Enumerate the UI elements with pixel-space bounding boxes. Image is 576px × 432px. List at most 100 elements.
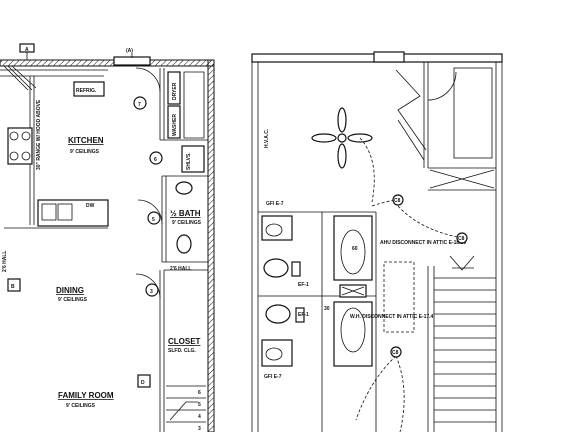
svg-text:C8: C8 — [458, 236, 465, 242]
ahu-note: AHU DISCONNECT IN ATTIC E-18.20 — [380, 240, 466, 246]
dining-name: DINING — [56, 286, 84, 295]
svg-text:3: 3 — [198, 426, 201, 432]
exhaust-fan-1: EF-1 — [298, 282, 309, 288]
shelves-label: SHLVS. — [186, 152, 192, 170]
range-label: 30" RANGE W/ HOOD ABOVE — [36, 99, 42, 170]
kitchen-ceiling: 9' CEILINGS — [70, 149, 100, 155]
range — [7, 127, 33, 165]
svg-text:B: B — [11, 284, 15, 290]
bath-name: ½ BATH — [170, 209, 201, 218]
circuit-run-5 — [395, 355, 405, 432]
door-swing-bath — [137, 199, 163, 225]
svg-text:D: D — [141, 380, 145, 386]
burner-4 — [21, 151, 31, 161]
upper-stairs-x — [429, 169, 495, 189]
bath-block-walls — [258, 211, 377, 432]
right-floor-plan: H.V.A.C. 60 — [251, 51, 503, 432]
stairs-right — [427, 255, 496, 432]
refrigerator-label: REFRIG. — [76, 88, 97, 94]
upper-right-walls — [423, 62, 496, 191]
section-marker-bottom: D — [137, 374, 151, 388]
burner-3 — [9, 151, 19, 161]
sink-upper — [265, 223, 283, 237]
tub-lower — [333, 301, 373, 367]
left-top-wall — [0, 59, 215, 67]
svg-text:6: 6 — [198, 390, 201, 396]
left-right-wall — [207, 59, 215, 432]
wh-note: W.H. DISCONNECT IN ATTIC E-17.4 — [350, 314, 434, 320]
diagonal-wall — [395, 69, 427, 161]
laundry-walls — [159, 68, 208, 141]
left-floor-plan: REFRIG. 30" RANGE W/ HOOD ABOVE KITCHEN … — [0, 43, 215, 432]
svg-text:5: 5 — [152, 217, 155, 223]
hall-bath-label: 2'6 HALL — [170, 266, 191, 272]
door-tag-3: 3 — [145, 283, 159, 297]
ceiling-fan-icon — [311, 107, 373, 169]
circuit-run-3 — [397, 205, 463, 239]
toilet-lower — [265, 304, 291, 324]
dishwasher-label: DW — [86, 203, 95, 209]
circuit-tag-1: C8 — [392, 194, 404, 206]
circuit-tag-2: C8 — [456, 232, 468, 244]
refrigerator — [73, 81, 105, 97]
tub-upper — [333, 215, 373, 281]
disconnect-x — [341, 286, 365, 296]
svg-text:3: 3 — [150, 289, 153, 295]
sink-lower — [265, 347, 283, 361]
washer — [167, 105, 181, 139]
hall-rotated-label: 2'6 HALL — [2, 251, 8, 272]
sink-right — [57, 203, 73, 221]
door-tag-5: 5 — [147, 211, 161, 225]
bath-ceiling: 9' CEILINGS — [172, 220, 202, 226]
burner-1 — [9, 131, 19, 141]
door-swing-upper-right — [427, 71, 457, 101]
sink-left — [41, 203, 57, 221]
closet-note: SLFD. CLG. — [168, 348, 196, 354]
svg-text:C8: C8 — [394, 198, 401, 204]
svg-text:4: 4 — [198, 414, 201, 420]
dryer-label: DRYER — [172, 82, 178, 100]
circuit-tag-3: C8 — [390, 346, 402, 358]
top-window — [113, 56, 151, 66]
ahu-breaker: 60 — [352, 246, 358, 252]
closet-walls — [159, 269, 208, 432]
right-window — [373, 51, 405, 63]
stairs-left: 6 5 4 3 — [166, 385, 206, 432]
circuit-run-1 — [359, 137, 375, 203]
circuit-run-4 — [355, 355, 397, 421]
tub-upper-basin — [340, 229, 366, 275]
vanity-upper — [261, 215, 293, 241]
bath-walls — [161, 175, 208, 263]
toilet — [176, 234, 192, 254]
upper-right-shelf — [453, 67, 493, 159]
gfi-top-label: GFI E-7 — [266, 201, 284, 207]
vanity-lower — [261, 339, 293, 367]
attic-box — [383, 261, 415, 333]
washer-label: WASHER — [172, 114, 178, 136]
closet-name: CLOSET — [168, 337, 201, 346]
section-marker-top-center: (A) — [126, 48, 133, 58]
tank-lower — [295, 307, 305, 323]
exhaust-fan-2: EF-1 — [298, 312, 309, 318]
burner-2 — [21, 131, 31, 141]
door-swing-laundry — [135, 67, 161, 93]
gfi-bottom-label: GFI E-7 — [264, 374, 282, 380]
right-outer-walls — [251, 54, 503, 432]
svg-text:7: 7 — [138, 102, 141, 108]
tank-upper — [291, 261, 301, 277]
dryer — [167, 71, 181, 105]
svg-text:(A): (A) — [126, 48, 133, 54]
toilet-upper — [263, 258, 289, 278]
counter-lines — [3, 65, 37, 91]
shelves — [181, 145, 205, 173]
tub-lower-basin — [340, 307, 366, 353]
door-tag-6: 6 — [149, 151, 163, 165]
svg-text:A: A — [25, 47, 29, 53]
dining-ceiling: 9' CEILINGS — [58, 297, 88, 303]
laundry-shelf — [183, 71, 205, 139]
svg-text:6: 6 — [154, 157, 157, 163]
door-tag-7: 7 — [133, 96, 147, 110]
section-marker-top-left: A — [19, 43, 35, 60]
section-marker-left: B — [7, 278, 21, 292]
